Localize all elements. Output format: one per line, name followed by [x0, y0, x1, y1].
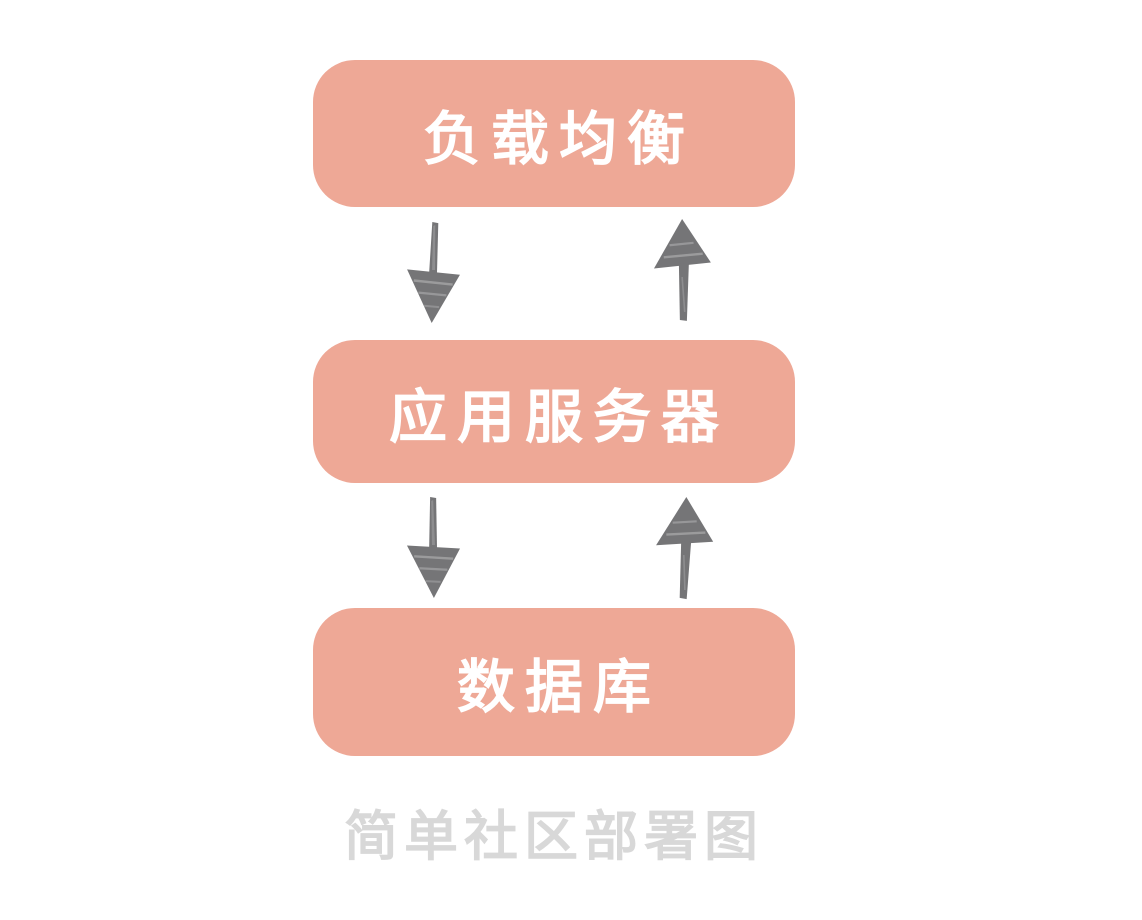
arrow-down-icon: [403, 219, 464, 325]
node-load-balancer-label: 负载均衡: [422, 104, 695, 173]
node-database: 数据库: [313, 608, 795, 756]
arrow-down-icon: [403, 495, 463, 601]
diagram-caption: 简单社区部署图: [344, 805, 764, 868]
node-app-server-label: 应用服务器: [388, 382, 729, 451]
node-app-server: 应用服务器: [313, 340, 795, 483]
arrow-up-icon: [653, 490, 717, 606]
node-database-label: 数据库: [456, 653, 661, 721]
node-load-balancer: 负载均衡: [313, 60, 795, 207]
arrow-up-icon: [651, 216, 714, 323]
